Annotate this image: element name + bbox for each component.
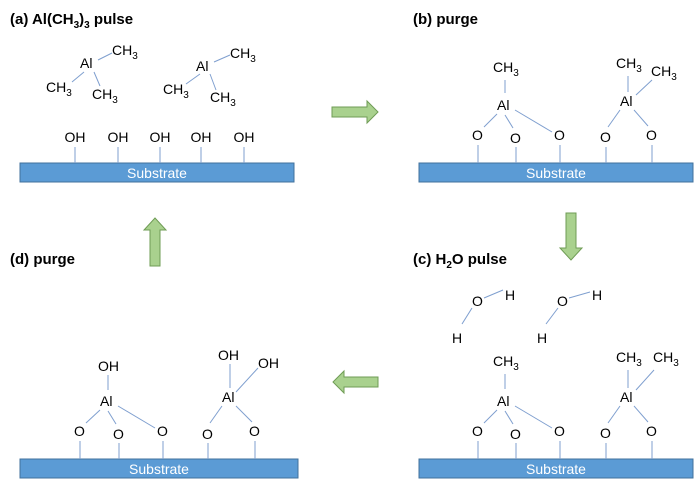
hydrogen-atom: H — [505, 287, 515, 303]
oxygen-atom: O — [554, 127, 565, 143]
hydroxyl-group: OH — [234, 129, 255, 145]
aluminum-atom: Al — [100, 393, 112, 409]
substrate-label: Substrate — [127, 165, 187, 181]
substrate-d: Substrate — [19, 458, 299, 479]
oxygen-atom: O — [202, 426, 213, 442]
methyl-group: CH3 — [163, 81, 189, 101]
arrow-up-icon — [142, 217, 168, 267]
substrate-c: Substrate — [418, 458, 694, 479]
hydroxyl-group: OH — [258, 355, 279, 371]
hydroxyl-group: OH — [150, 129, 171, 145]
arrow-right-icon — [331, 99, 379, 125]
oxygen-atom: O — [600, 129, 611, 145]
panel-b-surface: CH3 Al O O O CH3 CH3 Al O O — [472, 55, 677, 163]
aluminum-atom: Al — [222, 389, 234, 405]
oxygen-atom: O — [157, 423, 168, 439]
oxygen-atom: O — [646, 423, 657, 439]
panel-b-title: (b) purge — [413, 11, 478, 28]
panel-a-surface: OH OH OH OH OH — [65, 129, 255, 163]
oxygen-atom: O — [510, 130, 521, 146]
panel-a-title: (a) Al(CH3)3 pulse — [10, 11, 133, 31]
substrate-a: Substrate — [19, 162, 295, 183]
hydroxyl-group: OH — [108, 129, 129, 145]
methyl-group: CH3 — [653, 349, 679, 369]
aluminum-atom: Al — [497, 97, 509, 113]
methyl-group: CH3 — [493, 353, 519, 373]
hydroxyl-group: OH — [65, 129, 86, 145]
panel-d-surface: OH Al O O O OH OH Al O O — [74, 347, 279, 459]
arrow-down-icon — [558, 212, 584, 261]
methyl-group: CH3 — [46, 79, 72, 99]
panel-a-molecules: Al CH3 CH3 CH3 Al CH3 CH3 CH3 — [46, 42, 256, 109]
oxygen-atom: O — [472, 423, 483, 439]
methyl-group: CH3 — [493, 59, 519, 79]
methyl-group: CH3 — [651, 63, 677, 83]
oxygen-atom: O — [74, 423, 85, 439]
methyl-group: CH3 — [616, 55, 642, 75]
hydrogen-atom: H — [452, 330, 462, 346]
substrate-label: Substrate — [526, 165, 586, 181]
aluminum-atom: Al — [620, 389, 632, 405]
methyl-group: CH3 — [210, 89, 236, 109]
aluminum-atom: Al — [620, 93, 632, 109]
hydrogen-atom: H — [537, 330, 547, 346]
hydrogen-atom: H — [592, 287, 602, 303]
panel-c-title: (c) H2O pulse — [413, 251, 507, 271]
aluminum-atom: Al — [80, 55, 92, 71]
arrow-left-icon — [332, 369, 379, 395]
oxygen-atom: O — [113, 426, 124, 442]
substrate-label: Substrate — [526, 461, 586, 477]
oxygen-atom: O — [557, 293, 568, 309]
substrate-label: Substrate — [129, 461, 189, 477]
panel-d-title: (d) purge — [10, 251, 75, 268]
hydroxyl-group: OH — [98, 358, 119, 374]
panel-c-water: O H H O H H — [452, 287, 602, 346]
oxygen-atom: O — [510, 426, 521, 442]
oxygen-atom: O — [249, 423, 260, 439]
substrate-b: Substrate — [418, 162, 694, 183]
hydroxyl-group: OH — [191, 129, 212, 145]
methyl-group: CH3 — [230, 45, 256, 65]
methyl-group: CH3 — [616, 349, 642, 369]
panel-c-surface: CH3 Al O O O CH3 CH3 Al O O — [472, 349, 679, 459]
oxygen-atom: O — [472, 293, 483, 309]
methyl-group: CH3 — [112, 42, 138, 62]
aluminum-atom: Al — [196, 58, 208, 74]
oxygen-atom: O — [600, 425, 611, 441]
oxygen-atom: O — [646, 127, 657, 143]
methyl-group: CH3 — [92, 86, 118, 106]
hydroxyl-group: OH — [218, 347, 239, 363]
oxygen-atom: O — [472, 127, 483, 143]
aluminum-atom: Al — [497, 393, 509, 409]
oxygen-atom: O — [554, 423, 565, 439]
